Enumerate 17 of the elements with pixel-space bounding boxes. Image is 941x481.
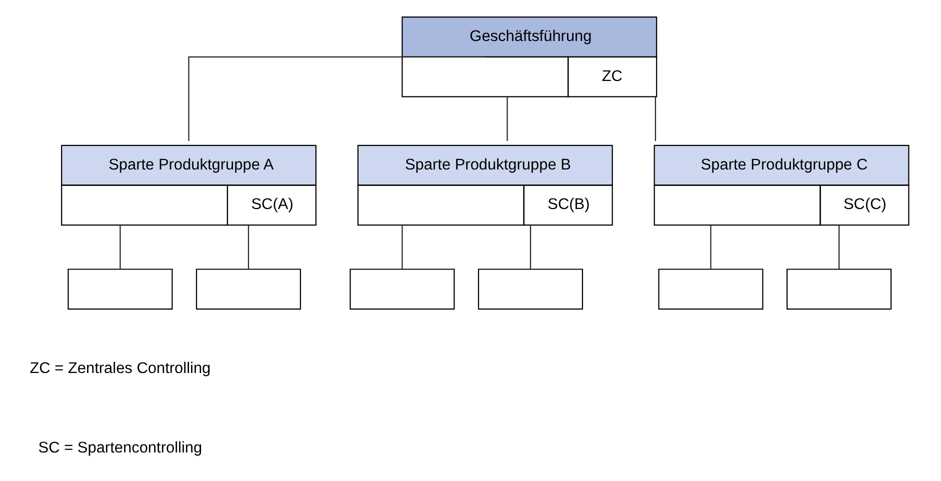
- node-box: [350, 268, 455, 310]
- connector: [506, 96, 508, 141]
- connector: [248, 225, 250, 270]
- label: SC = Spartencontrolling: [38, 440, 202, 457]
- connector: [710, 225, 712, 270]
- connector: [654, 96, 656, 141]
- node-box: [196, 268, 302, 310]
- label: ZC = Zentrales Controlling: [30, 360, 211, 377]
- node-box: [658, 268, 764, 310]
- connector: [838, 225, 840, 270]
- connector: [402, 225, 403, 270]
- connector: [530, 225, 532, 270]
- connector: [188, 56, 486, 141]
- node-box: [68, 268, 173, 310]
- node-box: [786, 268, 892, 310]
- connector: [120, 225, 121, 270]
- node-box: [478, 268, 584, 310]
